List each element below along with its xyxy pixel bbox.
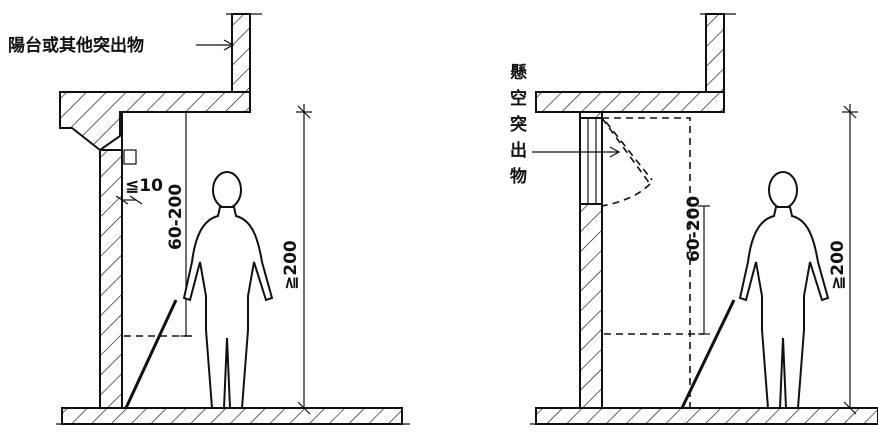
right-overhang-char-5: 物 xyxy=(510,166,527,187)
right-window-frame xyxy=(579,117,603,205)
right-slab xyxy=(535,91,725,113)
right-overhang-char-3: 突 xyxy=(510,114,527,135)
right-dim-height-label: ≧200 xyxy=(828,240,848,290)
right-overhang-char-1: 懸 xyxy=(510,63,527,83)
right-diagram: 懸 空 突 出 物 60-200 ≧200 xyxy=(510,13,878,425)
right-upper-column xyxy=(705,13,725,93)
left-dim-height-label: ≧200 xyxy=(281,240,301,290)
right-dim-range-label: 60-200 xyxy=(684,196,704,262)
right-person xyxy=(738,171,830,409)
left-balcony-label: 陽台或其他突出物 xyxy=(8,35,144,56)
right-cane xyxy=(680,299,736,409)
right-floor xyxy=(535,407,878,425)
left-small-protrusion xyxy=(123,149,137,165)
left-dim-range-label: 60-200 xyxy=(166,184,186,250)
left-person xyxy=(182,171,274,409)
left-diagram: ≦10 60-200 ≧200 陽台或其他突出物 xyxy=(8,13,410,425)
right-overhang-char-4: 出 xyxy=(510,140,527,161)
left-upper-column xyxy=(231,13,251,93)
left-wall xyxy=(99,149,123,409)
right-overhang-char-2: 空 xyxy=(510,88,527,109)
left-dim-small-label: ≦10 xyxy=(125,176,163,196)
right-clearance-outline xyxy=(602,117,691,408)
left-floor xyxy=(61,407,403,425)
left-balcony-slab xyxy=(59,91,251,152)
left-cane xyxy=(124,299,178,409)
